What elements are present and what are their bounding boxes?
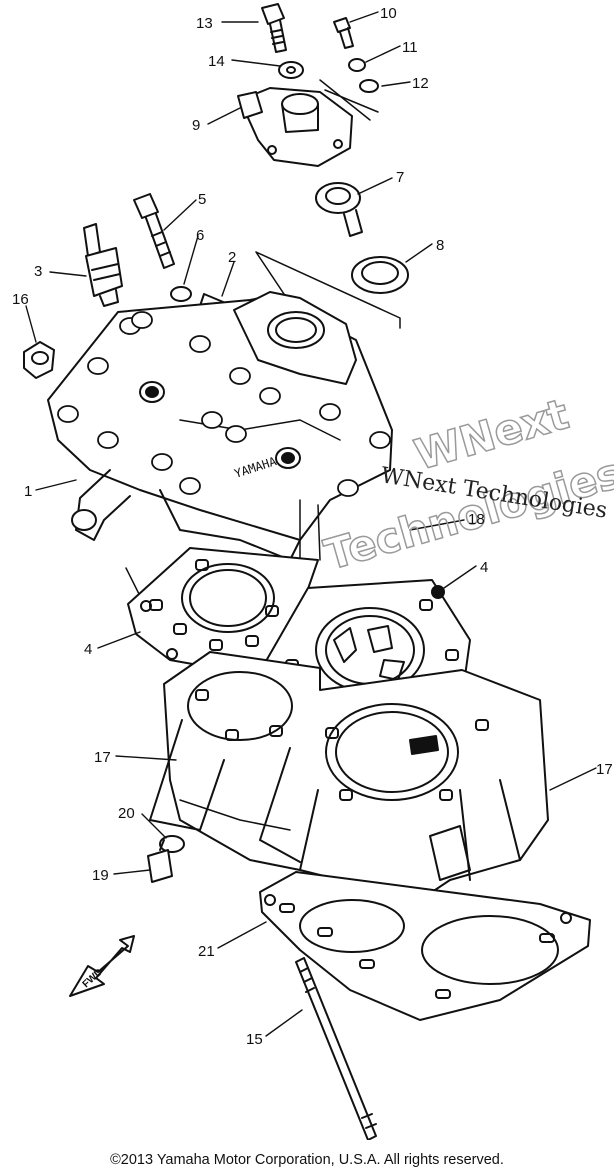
exploded-parts-diagram: YAMAHA FWD WNext Technologies WNext Tech… bbox=[12, 0, 614, 1140]
nut-16 bbox=[24, 342, 54, 378]
washer-6 bbox=[171, 287, 191, 301]
head-gasket-4-left bbox=[128, 548, 318, 676]
callout-21: 21 bbox=[198, 943, 215, 960]
callout-5: 5 bbox=[198, 191, 206, 208]
callout-1: 1 bbox=[24, 483, 32, 500]
washer-14 bbox=[279, 62, 303, 78]
callout-13: 13 bbox=[196, 15, 213, 32]
washer-20 bbox=[160, 836, 184, 852]
seal-8 bbox=[352, 257, 408, 293]
bolt-5 bbox=[134, 194, 174, 268]
spark-plug-3 bbox=[84, 224, 122, 306]
callout-12: 12 bbox=[412, 75, 429, 92]
washer-12 bbox=[360, 80, 378, 92]
callout-4-left: 4 bbox=[84, 641, 92, 658]
callout-9: 9 bbox=[192, 117, 200, 134]
callout-17-right: 17 bbox=[596, 761, 613, 778]
washer-11 bbox=[349, 59, 365, 71]
bolt-19 bbox=[148, 840, 172, 882]
cylinder-17 bbox=[150, 652, 548, 900]
stud-bolt-15 bbox=[296, 958, 376, 1140]
callout-19: 19 bbox=[92, 867, 109, 884]
copyright-notice: ©2013 Yamaha Motor Corporation, U.S.A. A… bbox=[110, 1152, 504, 1168]
callout-11: 11 bbox=[402, 39, 418, 56]
thermostat-7 bbox=[316, 183, 362, 236]
callout-20: 20 bbox=[118, 805, 135, 822]
callout-10: 10 bbox=[380, 5, 397, 22]
callout-18: 18 bbox=[468, 511, 485, 528]
callout-15: 15 bbox=[246, 1031, 263, 1048]
callout-3: 3 bbox=[34, 263, 42, 280]
callout-16: 16 bbox=[12, 291, 29, 308]
base-gasket-21 bbox=[260, 872, 590, 1020]
callout-17-left: 17 bbox=[94, 749, 111, 766]
callout-7: 7 bbox=[396, 169, 404, 186]
bolt-10 bbox=[334, 18, 353, 48]
fwd-arrow bbox=[70, 936, 134, 996]
bolt-13 bbox=[262, 4, 286, 52]
callout-8: 8 bbox=[436, 237, 444, 254]
cylinder-head-1 bbox=[48, 292, 392, 560]
callout-14: 14 bbox=[208, 53, 225, 70]
callout-2: 2 bbox=[228, 249, 236, 266]
callout-4-right: 4 bbox=[480, 559, 488, 576]
thermostat-cover-9 bbox=[238, 88, 352, 166]
callout-6: 6 bbox=[196, 227, 204, 244]
